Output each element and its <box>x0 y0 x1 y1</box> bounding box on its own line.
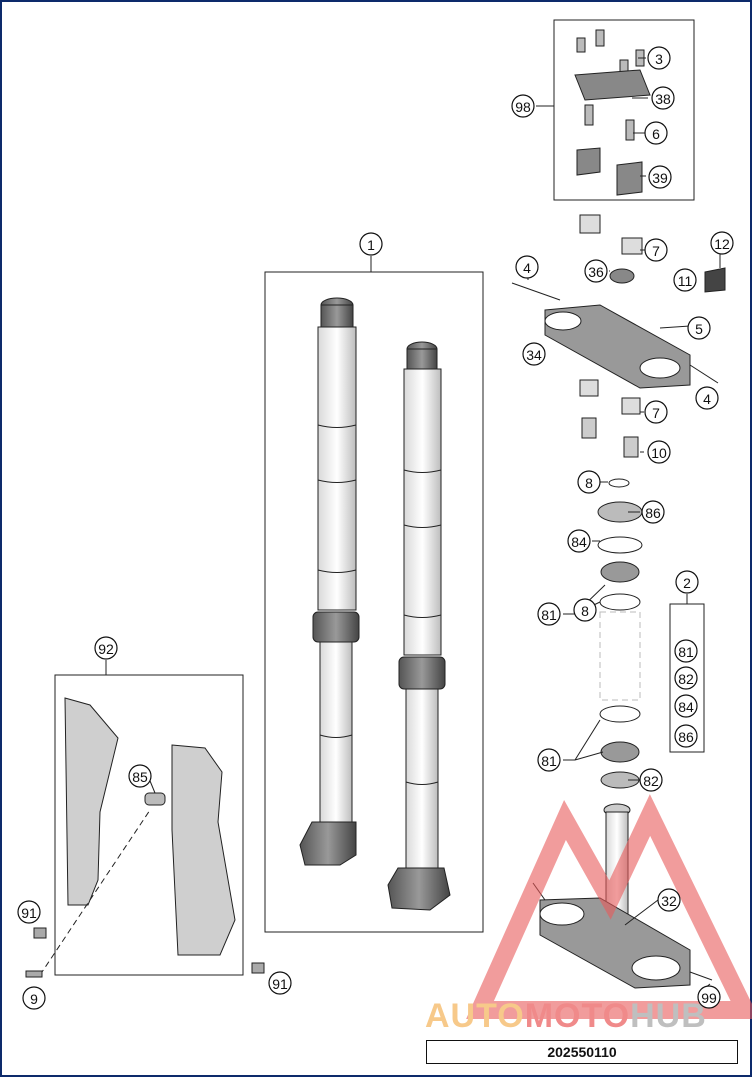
callout-circle <box>641 500 665 524</box>
callout-circle <box>644 121 668 145</box>
steering-bearing-parts <box>579 379 643 789</box>
callout-label: 91 <box>272 976 288 992</box>
callout-label: 81 <box>678 644 694 660</box>
callout-circle <box>22 986 46 1010</box>
callout-circle <box>573 598 597 622</box>
callout-label: 39 <box>652 170 668 186</box>
watermark-logo <box>466 794 752 1019</box>
callout-label: 9 <box>30 991 38 1007</box>
callout-label: 2 <box>683 575 691 591</box>
callout-circle <box>687 316 711 340</box>
callout-label: 34 <box>526 347 542 363</box>
callout-label: 84 <box>678 699 694 715</box>
fork-leg-left <box>299 297 360 866</box>
callout-circle <box>94 636 118 660</box>
callout-circle <box>674 666 698 690</box>
callout-circle <box>515 255 539 279</box>
callout-label: 11 <box>678 273 693 289</box>
callout-circle <box>648 165 672 189</box>
callout-circle <box>674 639 698 663</box>
callout-label: 86 <box>678 729 694 745</box>
callout-circle <box>644 400 668 424</box>
callout-label: 8 <box>581 603 589 619</box>
callout-circle <box>651 86 675 110</box>
callout-label: 82 <box>643 773 659 789</box>
callout-label: 4 <box>703 391 711 407</box>
watermark-text: AUTOMOTOHUB <box>425 997 707 1035</box>
callout-label: 10 <box>651 445 667 461</box>
callout-label: 81 <box>541 607 557 623</box>
callout-label: 6 <box>652 126 660 142</box>
callout-label: 4 <box>523 260 531 276</box>
callout-circle <box>674 724 698 748</box>
handlebar-clamp-group-box <box>553 19 695 201</box>
callout-circle <box>657 888 681 912</box>
callout-circle <box>644 238 668 262</box>
handlebar-clamp-parts <box>574 29 651 196</box>
callout-label: 5 <box>695 321 703 337</box>
callout-label: 8 <box>585 475 593 491</box>
callout-circle <box>577 470 601 494</box>
callout-circle <box>675 570 699 594</box>
callout-circle <box>359 232 383 256</box>
callout-label: 7 <box>652 405 660 421</box>
upper-triple-clamp <box>511 214 726 389</box>
callout-label: 38 <box>655 91 671 107</box>
callout-circle <box>674 694 698 718</box>
callout-label: 85 <box>132 769 148 785</box>
callout-circle <box>697 985 721 1009</box>
callout-label: 1 <box>367 237 375 253</box>
callout-label: 98 <box>515 99 531 115</box>
callout-circle <box>17 900 41 924</box>
callout-circle <box>537 748 561 772</box>
callout-circle <box>647 440 671 464</box>
callout-label: 91 <box>21 905 37 921</box>
fork-protectors <box>25 697 265 978</box>
fork-leg-right <box>387 341 451 911</box>
callout-circle <box>522 342 546 366</box>
callout-label: 7 <box>652 243 660 259</box>
callout-circle <box>537 602 561 626</box>
callout-label: 3 <box>655 51 663 67</box>
fork-protector-group-box <box>54 674 244 976</box>
callout-label: 12 <box>714 236 730 252</box>
callout-label: 81 <box>541 753 557 769</box>
callout-circle <box>710 231 734 255</box>
fork-group-box <box>264 271 484 933</box>
callout-label: 86 <box>645 505 661 521</box>
callout-label: 99 <box>701 990 717 1006</box>
callout-circle <box>639 768 663 792</box>
callout-label: 92 <box>98 641 114 657</box>
callout-circle <box>511 94 535 118</box>
callout-circle <box>567 529 591 553</box>
callout-circle <box>673 268 697 292</box>
callout-circle <box>268 971 292 995</box>
callout-circle <box>695 386 719 410</box>
callout-label: 84 <box>571 534 587 550</box>
callout-label: 36 <box>588 264 604 280</box>
callout-circle <box>584 259 608 283</box>
reference-number: 202550110 <box>426 1040 738 1064</box>
callout-labels: 1993445677889101112323436383981818182828… <box>17 46 734 1010</box>
callout-label: 32 <box>661 893 677 909</box>
callout-circle <box>647 46 671 70</box>
callout-label: 82 <box>678 671 694 687</box>
callout-circle <box>128 764 152 788</box>
